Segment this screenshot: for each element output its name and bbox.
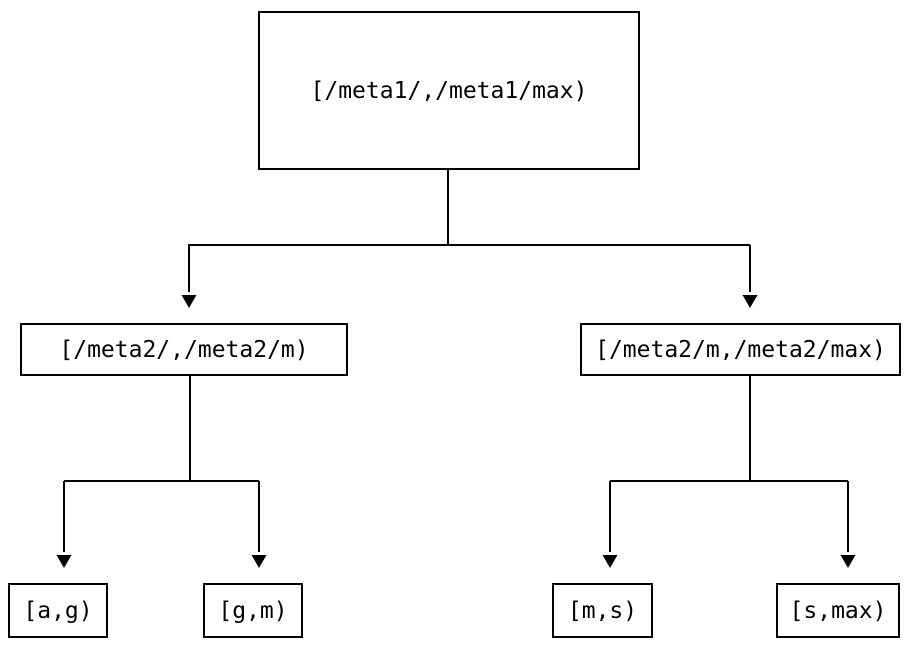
node-root[interactable]: [/meta1/,/meta1/max): [258, 11, 640, 170]
arrowhead-mid-left-to-leaf-gm: [251, 555, 267, 568]
node-mid-right[interactable]: [/meta2/m,/meta2/max): [580, 323, 901, 376]
node-leaf-ag[interactable]: [a,g): [8, 583, 108, 638]
node-leaf-gm[interactable]: [g,m): [203, 583, 303, 638]
node-leaf-ag-box[interactable]: [8, 583, 108, 638]
edge-group-mid-right: [602, 375, 856, 568]
arrowhead-root-to-mid-left: [181, 295, 197, 308]
node-leaf-smax-box[interactable]: [776, 583, 900, 638]
node-root-box[interactable]: [258, 11, 640, 170]
node-leaf-smax[interactable]: [s,max): [776, 583, 900, 638]
node-leaf-gm-box[interactable]: [203, 583, 303, 638]
node-leaf-smax-label: [s,max): [790, 598, 887, 624]
arrowhead-mid-right-to-leaf-ms: [602, 555, 618, 568]
node-root-label: [/meta1/,/meta1/max): [311, 78, 588, 104]
node-leaf-gm-label: [g,m): [218, 598, 287, 624]
node-leaf-ms-box[interactable]: [552, 583, 653, 638]
node-mid-left-label: [/meta2/,/meta2/m): [59, 337, 308, 363]
arrowhead-mid-left-to-leaf-ag: [56, 555, 72, 568]
node-mid-right-box[interactable]: [580, 323, 901, 376]
node-mid-left[interactable]: [/meta2/,/meta2/m): [20, 323, 348, 376]
node-mid-right-label: [/meta2/m,/meta2/max): [595, 337, 886, 363]
node-leaf-ms-label: [m,s): [568, 598, 637, 624]
edge-group-mid-left: [56, 375, 267, 568]
arrowhead-mid-right-to-leaf-smax: [840, 555, 856, 568]
edge-group-root: [181, 169, 758, 308]
node-mid-left-box[interactable]: [20, 323, 348, 376]
node-leaf-ms[interactable]: [m,s): [552, 583, 653, 638]
arrowhead-root-to-mid-right: [742, 295, 758, 308]
node-leaf-ag-label: [a,g): [23, 598, 92, 624]
